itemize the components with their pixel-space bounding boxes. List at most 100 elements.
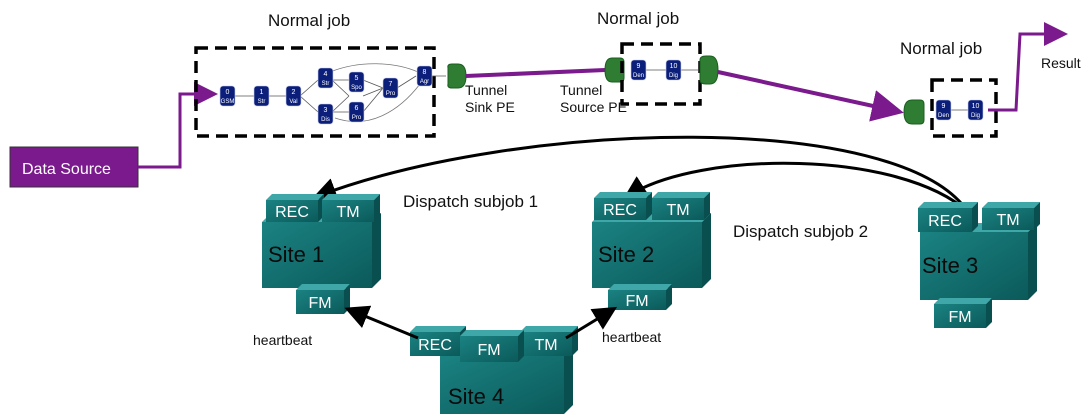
data-source-flow bbox=[138, 82, 218, 169]
job1-box bbox=[194, 46, 436, 138]
site-1-rec: REC bbox=[266, 194, 324, 222]
tunnel-flow-1 bbox=[465, 68, 606, 78]
site-3-rec-label: REC bbox=[928, 213, 962, 230]
job1-pe-num: 2 bbox=[292, 89, 296, 96]
site-3-fm-label: FM bbox=[948, 309, 971, 326]
heartbeat-arrow-right bbox=[565, 306, 618, 340]
job1-pe-num: 0 bbox=[226, 89, 230, 96]
job1-pe-name: Pro bbox=[386, 91, 396, 97]
site-3-tm-label: TM bbox=[996, 212, 1019, 229]
job1-pe-num: 7 bbox=[389, 81, 393, 88]
dispatch-arrow-1 bbox=[312, 135, 970, 213]
site-1-label: Site 1 bbox=[268, 242, 324, 267]
site-4-tm: TM bbox=[520, 326, 578, 356]
site-2: Site 2 REC TM FM bbox=[592, 192, 711, 310]
site-2-rec: REC bbox=[594, 192, 652, 220]
tunnel-source-label-2: Source PE bbox=[560, 99, 627, 115]
job3-pe-num: 9 bbox=[942, 103, 946, 110]
job1-pe-num: 3 bbox=[324, 107, 328, 114]
heartbeat-label-left: heartbeat bbox=[253, 332, 312, 348]
job2-label: Normal job bbox=[597, 9, 679, 28]
heartbeat-label-right: heartbeat bbox=[602, 329, 661, 345]
site-1-fm-label: FM bbox=[308, 295, 331, 312]
job1-pe-num: 5 bbox=[355, 75, 359, 82]
site-1-rec-label: REC bbox=[275, 204, 309, 221]
job2-sink-pe bbox=[699, 55, 719, 85]
job3-source-pe bbox=[903, 99, 925, 125]
job1-pe-graph bbox=[235, 63, 446, 122]
job2-pe-num: 9 bbox=[637, 63, 641, 70]
tunnel-source-pe bbox=[604, 57, 625, 83]
site-4-rec-label: REC bbox=[418, 337, 452, 354]
site-2-rec-label: REC bbox=[603, 202, 637, 219]
site-1-tm: TM bbox=[322, 194, 380, 222]
job3-pe-num: 10 bbox=[972, 103, 980, 110]
data-source-label: Data Source bbox=[22, 161, 111, 178]
site-1-fm: FM bbox=[296, 284, 350, 314]
heartbeat-arrow-left bbox=[344, 305, 419, 340]
job1-pe-name: Pro bbox=[352, 115, 362, 121]
job3-box bbox=[930, 78, 998, 138]
site-2-tm-label: TM bbox=[666, 202, 689, 219]
job1-pe-name: GSM bbox=[221, 99, 235, 105]
site-4-tm-label: TM bbox=[534, 337, 557, 354]
site-3-fm: FM bbox=[934, 298, 992, 328]
job1-pe-num: 4 bbox=[324, 71, 328, 78]
site-4-rec: REC bbox=[410, 326, 466, 356]
site-4-label: Site 4 bbox=[448, 384, 504, 409]
site-2-label: Site 2 bbox=[598, 242, 654, 267]
tunnel-flow-2 bbox=[717, 70, 904, 122]
result-label: Result bbox=[1041, 55, 1081, 71]
job1-pe-num: 1 bbox=[260, 89, 264, 96]
tunnel-source-label-1: Tunnel bbox=[560, 82, 602, 98]
job2-pe-name: Dig bbox=[669, 73, 678, 79]
site-3-tm: TM bbox=[982, 202, 1040, 230]
job1-pe-name: Str bbox=[258, 99, 266, 105]
job1-pe-num: 8 bbox=[423, 69, 427, 76]
site-4-fm: FM bbox=[460, 330, 524, 362]
site-4: Site 4 REC TM FM bbox=[410, 326, 578, 414]
tunnel-sink-label-1: Tunnel bbox=[465, 82, 507, 98]
job1-pe-name: Str bbox=[322, 81, 330, 87]
result-flow bbox=[988, 22, 1068, 112]
job2-box bbox=[620, 42, 702, 106]
dispatch-subjob-1-label: Dispatch subjob 1 bbox=[403, 192, 538, 211]
site-3-label: Site 3 bbox=[922, 253, 978, 278]
job3-pe-name: Den bbox=[938, 113, 949, 119]
job2-pe-num: 10 bbox=[670, 63, 678, 70]
tunnel-sink-label-2: Sink PE bbox=[465, 99, 515, 115]
dispatch-arrow-2 bbox=[622, 161, 970, 214]
job3-pe-name: Dig bbox=[971, 113, 980, 119]
site-4-fm-label: FM bbox=[477, 342, 500, 359]
site-2-fm-label: FM bbox=[625, 293, 648, 310]
job1-pe-num: 6 bbox=[355, 105, 359, 112]
job1-label: Normal job bbox=[268, 11, 350, 30]
site-3: Site 3 REC TM FM bbox=[918, 202, 1040, 328]
site-2-fm: FM bbox=[608, 284, 672, 310]
site-1-tm-label: TM bbox=[336, 204, 359, 221]
job1-pe-name: Spo bbox=[351, 85, 362, 91]
job1-pe-name: Val bbox=[289, 99, 297, 105]
job1-pe-name: Dis bbox=[321, 117, 330, 123]
site-1: Site 1 REC TM FM bbox=[262, 194, 381, 314]
job1-pe-name: Agr bbox=[420, 79, 429, 85]
job2-pe-name: Den bbox=[633, 73, 644, 79]
data-source-node: Data Source bbox=[9, 146, 139, 188]
site-2-tm: TM bbox=[652, 192, 710, 220]
dispatch-subjob-2-label: Dispatch subjob 2 bbox=[733, 222, 868, 241]
job3-label: Normal job bbox=[900, 39, 982, 58]
tunnel-sink-pe bbox=[447, 63, 467, 89]
